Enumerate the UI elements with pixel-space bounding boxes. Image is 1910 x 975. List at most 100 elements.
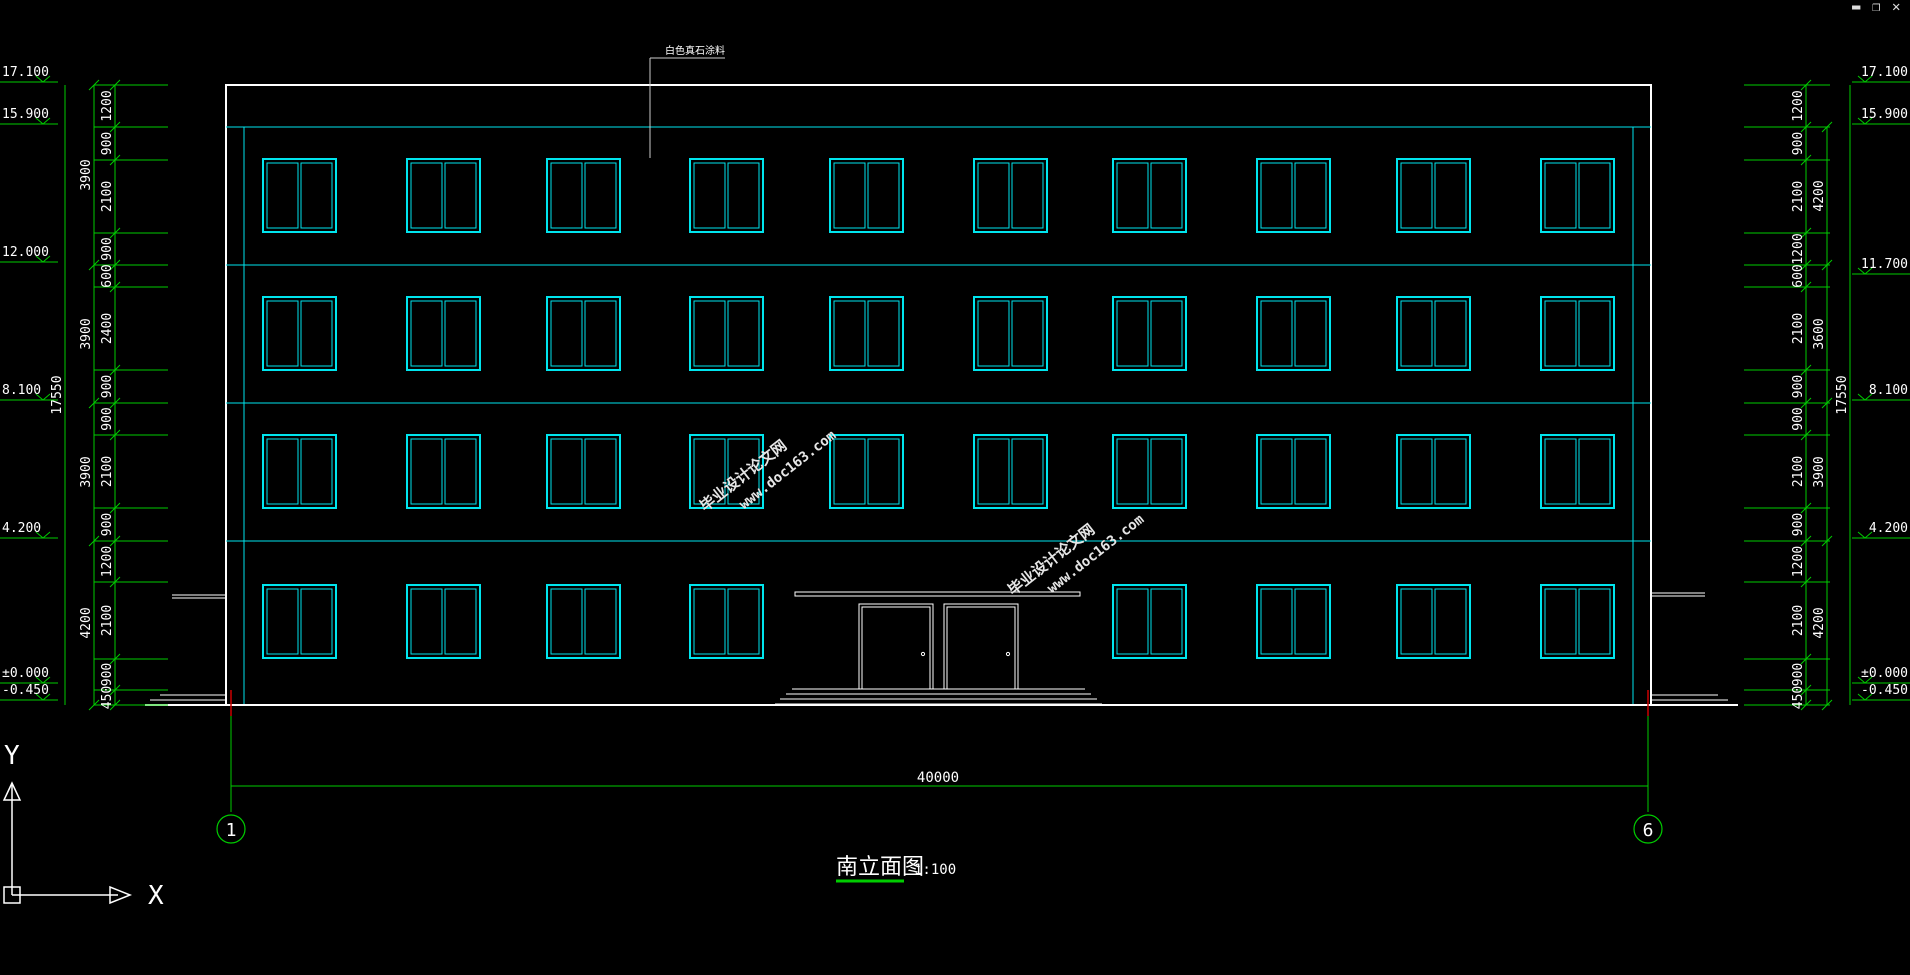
level-value: 4.200 (1869, 521, 1908, 536)
window-sash (1116, 438, 1149, 505)
window-sash (727, 162, 760, 229)
close-button[interactable]: ✕ (1892, 0, 1901, 15)
window-sash (584, 438, 617, 505)
ucs-icon: Y X (2, 741, 164, 911)
dim-value: 900 (1791, 132, 1806, 155)
restore-button[interactable]: ❐ (1872, 0, 1881, 15)
window (406, 434, 481, 509)
window-sash (410, 438, 443, 505)
dim-tick (88, 397, 100, 409)
dim-value: 2100 (1791, 605, 1806, 636)
window-sash (693, 588, 726, 655)
window-frame (1396, 296, 1471, 371)
window-sash (693, 300, 726, 367)
window (829, 434, 904, 509)
material-note: 白色真石涂料 (665, 44, 725, 57)
window-frame (262, 296, 337, 371)
window-sash (300, 162, 333, 229)
window-frame (829, 158, 904, 233)
window-frame (406, 434, 481, 509)
entrance-door (943, 603, 1019, 690)
dim-value: 1200 (1791, 546, 1806, 577)
window-sash (1400, 438, 1433, 505)
window-sash (867, 300, 900, 367)
dim-value: 450 (1791, 686, 1806, 709)
window-sash (727, 300, 760, 367)
window-frame (546, 158, 621, 233)
window (1112, 296, 1187, 371)
window (406, 296, 481, 371)
level-marker: ±0.000 (1852, 666, 1910, 684)
dim-tick (1800, 699, 1812, 711)
dim-value: 900 (1791, 375, 1806, 398)
level-triangle (1857, 676, 1873, 684)
window-grid (262, 158, 1615, 659)
dim-tick (1800, 79, 1812, 91)
dim-value: 2100 (100, 456, 115, 487)
level-marker: 17.100 (1852, 65, 1910, 83)
dim-value: 600 (1791, 264, 1806, 287)
dim-value: 900 (100, 513, 115, 536)
level-value: 4.200 (2, 521, 41, 536)
dim-value: 1200 (1791, 233, 1806, 264)
window-frame (262, 434, 337, 509)
window (829, 296, 904, 371)
window-frame (1256, 434, 1331, 509)
window (1256, 434, 1331, 509)
dim-tick (1800, 397, 1812, 409)
window-sash (1011, 162, 1044, 229)
window (1540, 158, 1615, 233)
window-frame (973, 158, 1048, 233)
entrance-door-inner (946, 606, 1016, 690)
watermark-1: 毕业设计论文网 www.doc163.com (696, 428, 839, 516)
window-sash (550, 300, 583, 367)
level-marker: 17.100 (0, 65, 58, 83)
minimize-button[interactable]: ▬ (1852, 0, 1861, 15)
window (1396, 158, 1471, 233)
window (1112, 584, 1187, 659)
dim-tick (88, 79, 100, 91)
dim-tick (1800, 535, 1812, 547)
dim-value: 1200 (100, 90, 115, 121)
entrance-canopy (794, 591, 1081, 597)
window-sash (550, 588, 583, 655)
dim-tick (109, 699, 121, 711)
dim-tick (109, 576, 121, 588)
dim-total-value: 17550 (1835, 375, 1850, 414)
entrance-door-inner (861, 606, 931, 690)
window-sash (584, 300, 617, 367)
window-frame (1396, 434, 1471, 509)
window (689, 434, 764, 509)
window-frame (973, 434, 1048, 509)
level-value: 11.700 (1861, 257, 1908, 272)
total-width-value: 40000 (917, 770, 959, 786)
window-sash (1150, 588, 1183, 655)
window (1396, 434, 1471, 509)
level-triangle (35, 393, 51, 401)
window (1256, 584, 1331, 659)
level-triangle (1857, 117, 1873, 125)
dim-value: 3900 (79, 456, 94, 487)
level-triangle (1857, 267, 1873, 275)
dim-tick (109, 227, 121, 239)
window-sash (867, 162, 900, 229)
level-value: 15.900 (1861, 107, 1908, 122)
window-sash (1434, 300, 1467, 367)
dim-value: 450 (100, 686, 115, 709)
dim-total-value: 17550 (50, 375, 65, 414)
window (1540, 434, 1615, 509)
window-sash (693, 438, 726, 505)
dim-value: 2100 (100, 605, 115, 636)
ucs-y-label: Y (4, 741, 20, 771)
dim-value: 900 (1791, 663, 1806, 686)
window-sash (1260, 588, 1293, 655)
window (406, 158, 481, 233)
window-frame (406, 584, 481, 659)
window-sash (266, 438, 299, 505)
window (973, 296, 1048, 371)
window-frame (1396, 158, 1471, 233)
window-sash (977, 300, 1010, 367)
window-sash (584, 162, 617, 229)
